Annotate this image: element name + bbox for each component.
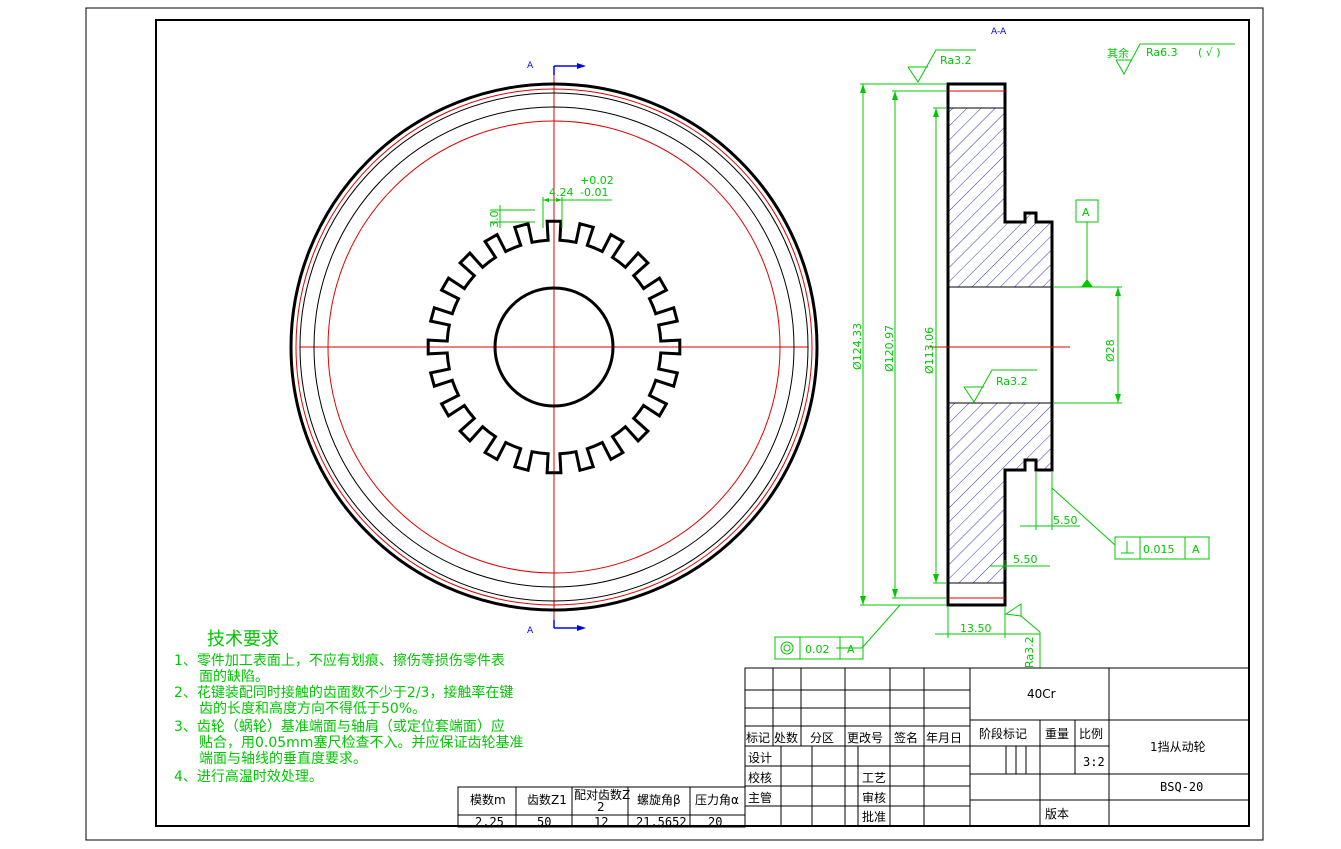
roughness-top-value: Ra3.2 — [940, 54, 972, 67]
conc-ref: A — [847, 643, 855, 656]
tb-check: 校核 — [748, 770, 772, 785]
dim-width: 13.50 — [960, 622, 992, 635]
tooth-width-dim: 4.24 — [549, 186, 574, 199]
tb-material: 40Cr — [1027, 687, 1056, 701]
technical-notes: 技术要求 1、零件加工表面上，不应有划痕、擦伤等损伤零件表 面的缺陷。 2、花键… — [174, 629, 523, 785]
dim-hub-offset1: 5.50 — [1053, 514, 1078, 527]
note-line-1: 1、零件加工表面上，不应有划痕、擦伤等损伤零件表 — [174, 652, 505, 669]
tb-version: 版本 — [1045, 807, 1069, 821]
dim-d3: Ø113.06 — [923, 327, 936, 374]
note-line-2: 面的缺陷。 — [199, 669, 269, 685]
roughness-other-paren: ( √ ) — [1198, 46, 1221, 59]
notes-title: 技术要求 — [207, 629, 279, 650]
tb-mark: 标记 — [746, 731, 770, 745]
tb-change: 更改号 — [847, 731, 883, 745]
roughness-side-value: Ra3.2 — [1023, 636, 1036, 668]
tb-count: 处数 — [774, 730, 798, 745]
perp-value: 0.015 — [1143, 543, 1175, 556]
gear-value-pressure: 20 — [708, 815, 722, 829]
gear-header-mate: 配对齿数Z — [574, 787, 630, 802]
roughness-top: Ra3.2 — [907, 49, 976, 83]
gear-value-helix: 21.5652 — [636, 815, 687, 829]
tb-scale-label: 比例 — [1079, 727, 1103, 741]
tooth-tol-lower: -0.01 — [580, 186, 608, 199]
dim-d2: Ø120.97 — [883, 325, 896, 372]
section-view: A-A Ø124.33 Ø120.97 Ø113.06 — [774, 27, 1235, 668]
roughness-other: 其余 Ra6.3 ( √ ) — [1107, 43, 1235, 76]
note-line-8: 4、进行高温时效处理。 — [174, 768, 323, 785]
conc-value: 0.02 — [805, 643, 830, 656]
tb-process: 工艺 — [862, 771, 886, 785]
note-line-4: 齿的长度和高度方向不得低于50%。 — [199, 700, 426, 717]
dim-bore: Ø28 — [1104, 339, 1117, 362]
tb-supervisor: 主管 — [748, 790, 772, 805]
gear-header-teeth: 齿数Z1 — [527, 792, 567, 807]
tooth-height-dim: 3.0 — [488, 211, 501, 229]
gear-value-module: 2.25 — [475, 815, 504, 829]
dim-hub-offset2: 5.50 — [1013, 553, 1038, 566]
outer-frame — [85, 7, 1264, 841]
tb-design: 设计 — [748, 751, 772, 765]
tb-approve: 批准 — [862, 809, 886, 824]
gear-header-mate-sub: 2 — [597, 800, 605, 814]
gear-header-module: 模数m — [470, 792, 506, 807]
tb-scale: 3:2 — [1083, 755, 1105, 769]
cut-label-bottom: A — [527, 626, 534, 636]
tb-part-name: 1挡从动轮 — [1150, 740, 1206, 754]
datum-label: A — [1082, 206, 1090, 219]
front-view: 4.24 +0.02 -0.01 3.0 A A — [289, 61, 819, 636]
tb-date: 年月日 — [926, 731, 962, 745]
gear-value-mate: 12 — [594, 815, 608, 829]
tb-sign: 签名 — [894, 730, 918, 745]
roughness-other-label: 其余 — [1107, 46, 1129, 60]
perp-ref: A — [1192, 543, 1200, 556]
tb-stage: 阶段标记 — [979, 726, 1027, 741]
note-line-6: 贴合，用0.05mm塞尺检查不入。并应保证齿轮基准 — [199, 734, 523, 751]
roughness-bore-value: Ra3.2 — [996, 375, 1028, 388]
dim-d1: Ø124.33 — [851, 323, 864, 370]
tooth-tol-upper: +0.02 — [580, 174, 614, 187]
tb-zone: 分区 — [810, 731, 834, 745]
note-line-3: 2、花键装配同时接触的齿面数不少于2/3，接触率在键 — [174, 684, 513, 701]
note-line-7: 端面与轴线的垂直度要求。 — [199, 750, 367, 767]
gear-parameter-table: 模数m 齿数Z1 配对齿数Z 2 螺旋角β 压力角α 2.25 50 12 21… — [457, 786, 746, 829]
gear-header-pressure: 压力角α — [695, 793, 739, 807]
cut-label-top: A — [527, 61, 534, 71]
section-label: A-A — [991, 27, 1007, 37]
roughness-other-value: Ra6.3 — [1146, 46, 1178, 59]
gear-value-teeth: 50 — [537, 815, 551, 829]
spline-outline — [426, 219, 682, 475]
note-line-5: 3、齿轮（蜗轮）基准端面与轴肩（或定位套端面）应 — [174, 718, 505, 735]
gear-header-helix: 螺旋角β — [637, 793, 681, 807]
roughness-side: Ra3.2 — [1004, 603, 1041, 668]
tb-weight: 重量 — [1045, 727, 1069, 741]
title-block: 标记 处数 分区 更改号 签名 年月日 设计 校核 主管 工艺 审核 批准 40… — [744, 667, 1250, 827]
tb-review: 审核 — [862, 790, 886, 805]
roughness-bore: Ra3.2 — [963, 369, 1037, 403]
inner-frame — [155, 19, 1250, 827]
tb-drawing-no: BSQ-20 — [1160, 780, 1203, 794]
